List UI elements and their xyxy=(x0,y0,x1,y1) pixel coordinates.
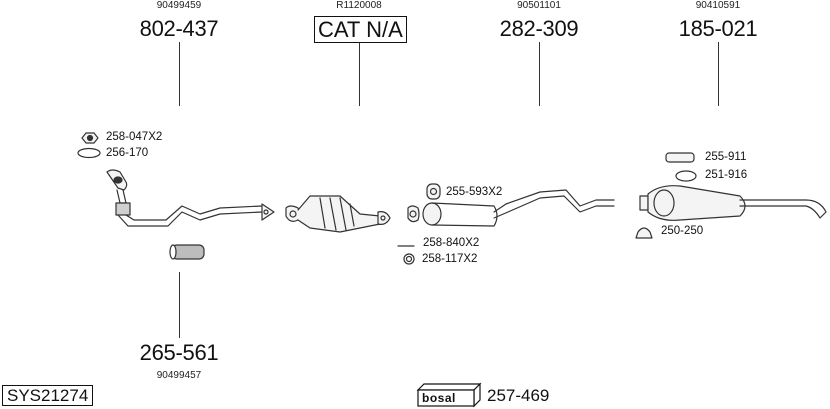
clamp-icon xyxy=(675,170,697,182)
rear-mount-icon xyxy=(665,152,695,163)
leader-line xyxy=(718,42,719,106)
label-clamp[interactable]: 251-916 xyxy=(705,169,748,181)
mounting-kit-number[interactable]: 257-469 xyxy=(487,386,550,405)
label-bolt[interactable]: 258-840X2 xyxy=(423,237,480,249)
rubber-mount-icon xyxy=(426,183,441,200)
nut-icon xyxy=(81,132,99,144)
leader-line xyxy=(539,42,540,106)
part-number-catalyst[interactable]: CAT N/A xyxy=(314,16,407,43)
brand-logo: bosal xyxy=(422,391,456,405)
label-joint-clamp[interactable]: 250-250 xyxy=(661,225,704,237)
oe-number: 90499457 xyxy=(156,370,202,381)
part-number-front-pipe[interactable]: 802-437 xyxy=(139,16,219,41)
oe-number: 90499459 xyxy=(156,0,202,11)
front-pipe-icon xyxy=(106,169,275,227)
part-number-middle-silencer[interactable]: 282-309 xyxy=(499,16,579,41)
bosal-kit-box-icon xyxy=(416,382,482,408)
part-number-catalyst-label: CAT N/A xyxy=(314,16,407,43)
oe-number: 90410591 xyxy=(695,0,741,11)
rear-silencer-icon xyxy=(639,185,827,221)
system-code-label: SYS21274 xyxy=(2,385,94,406)
leader-line xyxy=(179,272,180,338)
oe-number: R1120008 xyxy=(336,0,382,11)
system-code: SYS21274 xyxy=(2,385,94,406)
joint-clamp-icon xyxy=(635,227,653,239)
label-gasket[interactable]: 256-170 xyxy=(106,147,149,159)
label-nut[interactable]: 258-047X2 xyxy=(106,131,163,143)
gasket-icon xyxy=(77,147,101,159)
label-rear-mount[interactable]: 255-911 xyxy=(705,151,747,163)
flex-pipe-icon xyxy=(169,244,205,260)
middle-silencer-icon xyxy=(407,189,615,227)
label-rubber-mount[interactable]: 255-593X2 xyxy=(446,186,503,198)
part-number-flex-pipe[interactable]: 265-561 xyxy=(139,340,219,365)
oe-number: 90501101 xyxy=(517,0,561,11)
catalytic-converter-icon xyxy=(285,195,391,233)
leader-line xyxy=(359,42,360,106)
leader-line xyxy=(179,42,180,106)
spring-icon xyxy=(403,253,415,265)
label-spring[interactable]: 258-117X2 xyxy=(422,253,478,265)
part-number-rear-silencer[interactable]: 185-021 xyxy=(678,16,758,41)
